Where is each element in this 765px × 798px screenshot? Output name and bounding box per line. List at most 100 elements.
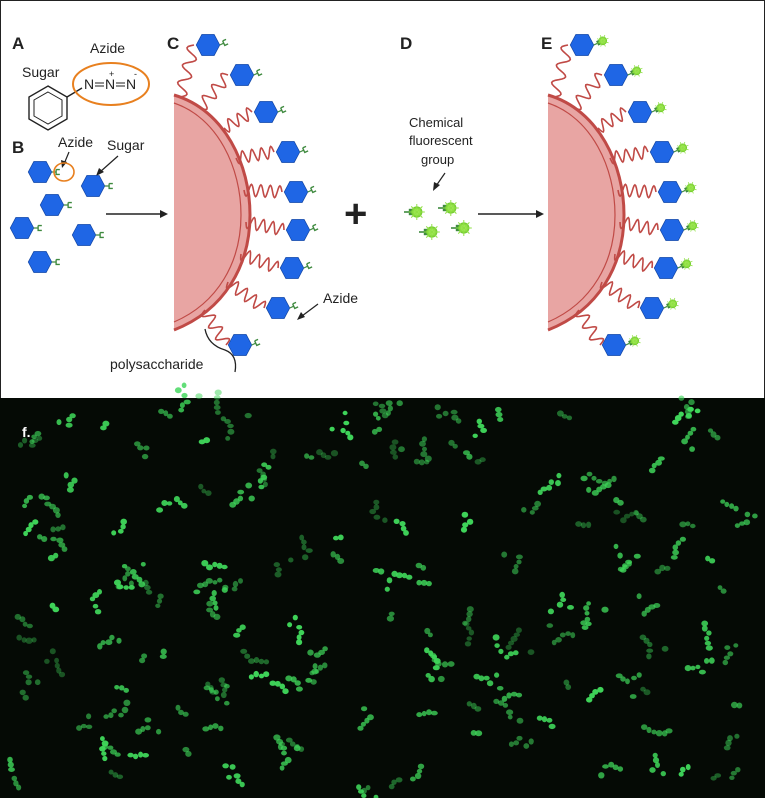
fluorescent-cell [688, 399, 695, 406]
fluorescent-cell [310, 679, 317, 685]
fluorescent-cell [263, 671, 270, 678]
fluorescent-cell [131, 574, 139, 580]
fluorescent-cell [575, 521, 582, 527]
fluorescent-cell [218, 725, 224, 732]
fluorescent-cell [586, 521, 592, 528]
panel-b-sugar-label: Sugar [107, 137, 145, 153]
fluorescent-cell [515, 692, 523, 698]
fluorescent-cell [646, 653, 652, 660]
polysaccharide-chain [245, 216, 285, 236]
fluorescent-cell [141, 453, 149, 460]
fluorescent-cell [664, 565, 671, 571]
fluorescent-cell [683, 404, 690, 410]
fluorescent-cell [80, 723, 87, 729]
fluorescent-cell [744, 511, 751, 518]
fluorescent-cell [434, 404, 441, 411]
fluorescent-cell [566, 415, 573, 421]
fluorescent-cell [625, 678, 630, 685]
fluorescent-cell [498, 700, 505, 706]
fluorescent-cell [410, 776, 416, 782]
fluorescent-cell [704, 635, 710, 641]
fluorescent-cell [156, 728, 162, 735]
fluorescent-cell [13, 780, 19, 787]
fluorescent-cell [274, 571, 282, 578]
fluorescent-cell [727, 735, 733, 742]
fluorescent-cell [233, 773, 241, 779]
fluorescent-cell [317, 664, 323, 671]
fluorescent-cell [337, 534, 344, 541]
fluorescent-cell [541, 716, 548, 723]
polysaccharide-chain [199, 72, 229, 111]
fluorescent-cell [597, 686, 604, 693]
fluorescent-cell [133, 753, 139, 760]
fluorescent-cell [473, 673, 481, 680]
fluorescent-cell [280, 745, 288, 751]
fluorescent-cell [92, 603, 99, 609]
fluorescent-cell [463, 450, 470, 456]
fluorescent-cell [580, 475, 588, 482]
fluorescent-cell [551, 639, 557, 646]
fluorescent-cell [493, 698, 500, 705]
fluorescent-cell [548, 479, 554, 485]
fluorescent-cell [298, 629, 305, 636]
polysaccharide-chain [200, 309, 231, 346]
fluorescent-cell [705, 645, 713, 651]
fluorescent-cell [320, 452, 327, 459]
fluorescent-cell [608, 761, 615, 768]
fluorescent-cell [523, 743, 530, 749]
fluorescent-cell [466, 701, 472, 707]
fluorescent-cell [513, 740, 520, 746]
fluorescent-cell [85, 724, 93, 729]
sugar-hexagon [657, 178, 700, 203]
fluorescent-cell [244, 653, 251, 659]
fluorescent-cell [221, 564, 228, 570]
fluorescent-cell [395, 777, 403, 783]
fluorescent-cell [720, 588, 727, 594]
fluorescent-cell [240, 648, 248, 654]
fluorescent-cell [389, 444, 397, 451]
panel-d-label-line-3: group [421, 152, 454, 167]
fluorescent-cell [701, 625, 708, 632]
fluorescent-cell [54, 657, 59, 664]
fluorescent-cell [615, 673, 623, 679]
fluorescent-cell [678, 771, 684, 777]
fluorescent-cell [285, 675, 293, 682]
fluorescent-cell [224, 683, 230, 689]
fluorescent-cell [205, 490, 212, 496]
fluorescent-cell [145, 589, 153, 595]
fluorescent-cell [28, 522, 34, 529]
fluorescent-cell [49, 648, 56, 655]
panel-e-chains [550, 31, 702, 356]
fluorescent-cell [420, 451, 428, 458]
fluorescent-cell [376, 426, 383, 432]
fluorescent-cell [555, 480, 561, 487]
fluorescent-cell [224, 419, 231, 424]
fluorescent-cell [244, 412, 252, 419]
fluorescent-cell [301, 544, 307, 551]
fluorescent-cell [598, 772, 605, 779]
fluorescent-cell [26, 494, 33, 500]
fluorescent-cell [222, 687, 228, 693]
fluorescent-cell [166, 501, 173, 506]
fluorescent-cell [52, 606, 60, 613]
fluorescent-cell [26, 623, 33, 629]
fluorescent-cell [714, 773, 722, 778]
fluorescent-cell [361, 793, 367, 798]
fluorescent-cell [127, 752, 134, 758]
fluorescent-cell [654, 568, 662, 575]
fluorescent-cell [701, 620, 709, 627]
fluorescent-cell [138, 751, 144, 758]
fluorescent-cell [420, 564, 427, 571]
fluorescent-cell [201, 488, 207, 494]
fluorescent-cell [670, 555, 678, 560]
fluorescent-cell [480, 427, 487, 433]
azide-charge-plus: + [109, 69, 114, 79]
fluorescent-cell [391, 779, 397, 785]
fluorescent-cell [66, 416, 73, 423]
azide-charge-minus: - [134, 69, 137, 79]
fluorescent-cell [25, 674, 33, 679]
fluorescent-cell [422, 446, 427, 452]
fluorescent-cell [723, 745, 731, 751]
sugar-hexagon [639, 294, 682, 319]
